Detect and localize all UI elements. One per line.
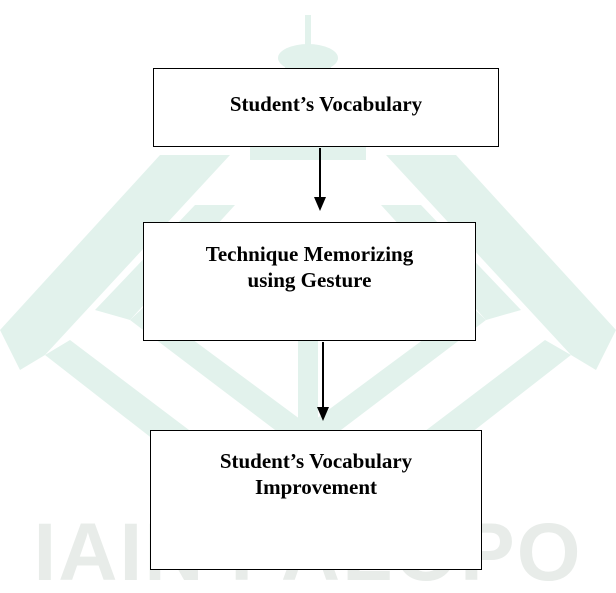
node-label: Student’s Vocabulary [229,92,423,116]
node-label-line-1: Technique Memorizing [205,242,414,266]
flowchart-node-vocabulary-improvement: Student’s Vocabulary Improvement [150,430,482,570]
flowchart-node-technique-memorizing: Technique Memorizing using Gesture [143,222,476,341]
node-label-line-2: using Gesture [247,268,372,293]
node-label-line-2: Improvement [254,475,378,500]
flowchart-node-students-vocabulary: Student’s Vocabulary [153,68,499,147]
node-label-line-1: Student’s Vocabulary [219,449,413,473]
